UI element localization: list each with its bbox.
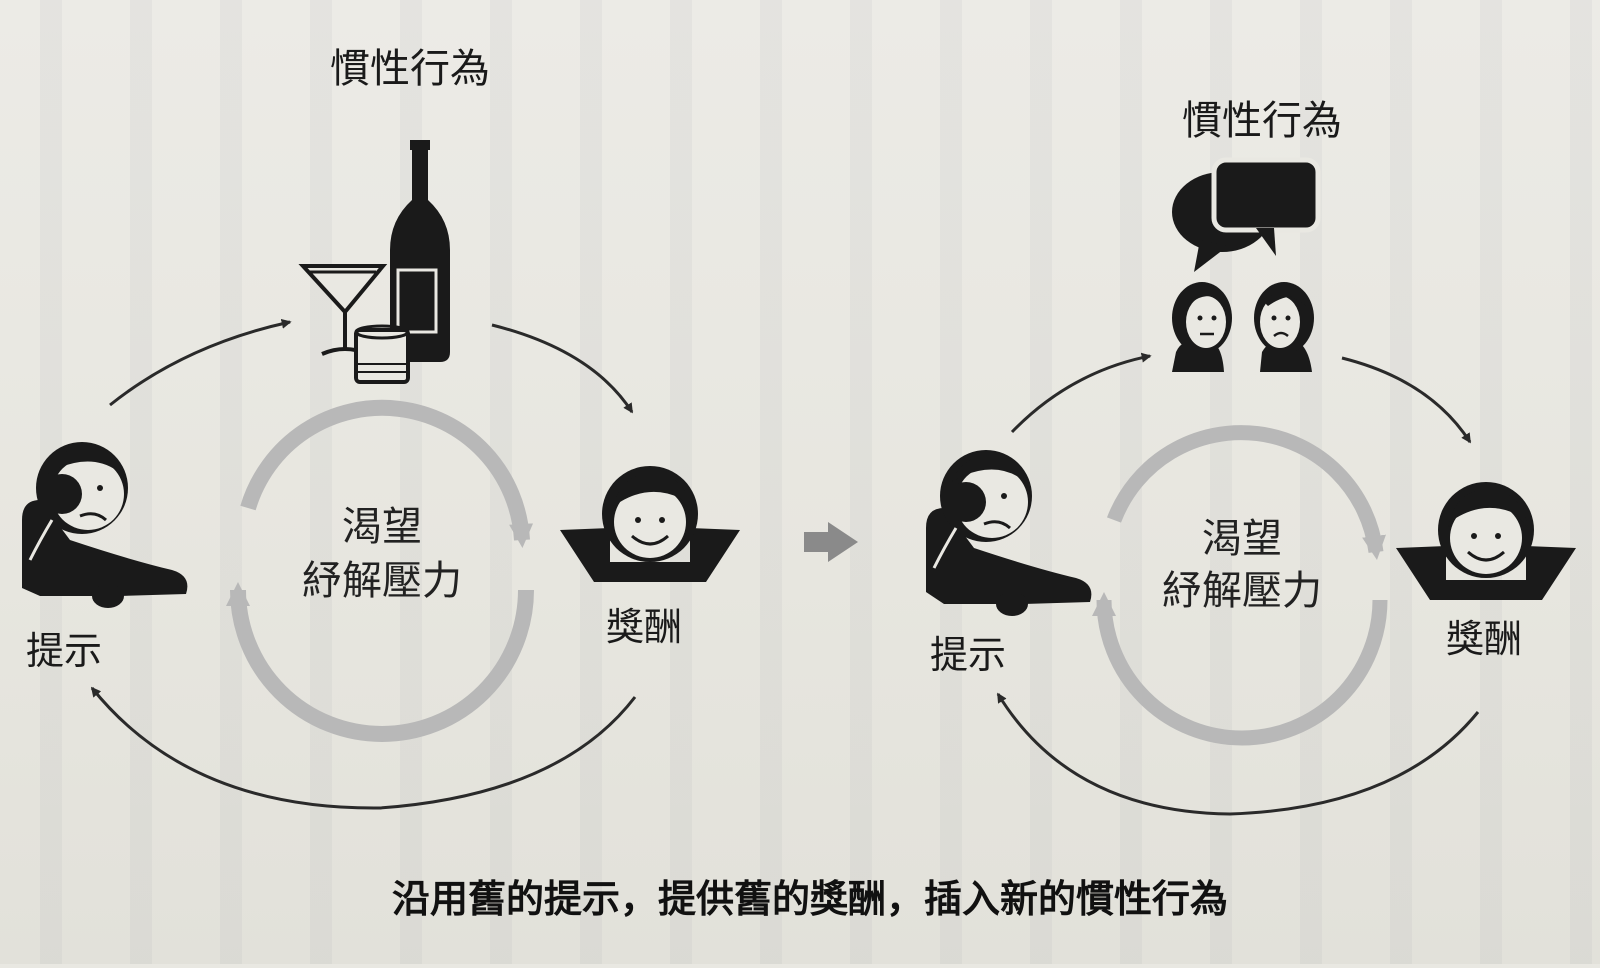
routine-label: 慣性行為 <box>330 46 490 92</box>
craving-detail-label: 紓解壓力 <box>302 558 462 604</box>
routine-to-reward-arrow <box>491 323 634 414</box>
reward-person-icon <box>560 466 740 582</box>
craving-label: 渴望 <box>1202 516 1282 562</box>
reward-label: 獎酬 <box>606 605 682 649</box>
routine-label: 慣性行為 <box>1182 98 1342 144</box>
craving-cycle-ring <box>226 399 534 742</box>
craving-label: 渴望 <box>342 504 422 550</box>
cue-to-routine-arrow <box>109 318 292 407</box>
reward-person-icon <box>1396 482 1576 600</box>
conversation-speech-bubbles-icon <box>1172 157 1321 372</box>
cue-label: 提示 <box>930 633 1006 677</box>
habit-loop-right: 慣性行為 <box>926 98 1576 816</box>
habit-loop-left: 慣性行為 <box>22 46 740 810</box>
reward-to-cue-arrow <box>90 686 637 810</box>
cue-person-icon <box>926 450 1092 616</box>
alcohol-bottle-glasses-icon <box>298 140 450 384</box>
cue-person-icon <box>22 442 188 608</box>
craving-cycle-ring <box>1092 425 1388 746</box>
reward-label: 獎酬 <box>1446 617 1522 661</box>
transition-arrow-icon <box>804 522 858 562</box>
diagram-caption: 沿用舊的提示，提供舊的獎酬，插入新的慣性行為 <box>392 877 1228 921</box>
routine-to-reward-arrow <box>1341 356 1472 444</box>
cue-to-routine-arrow <box>1010 352 1152 434</box>
craving-detail-label: 紓解壓力 <box>1162 568 1322 614</box>
reward-to-cue-arrow <box>996 692 1480 816</box>
cue-label: 提示 <box>26 629 102 673</box>
